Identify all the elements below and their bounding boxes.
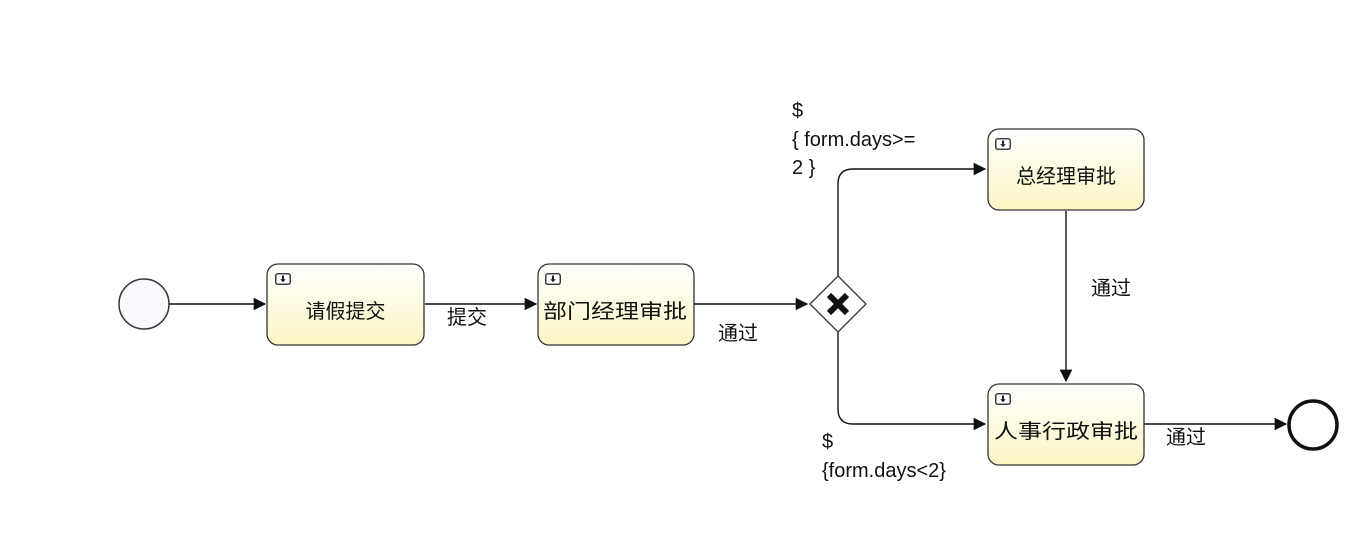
task-dept-manager-label: 部门经理审批 bbox=[543, 299, 687, 323]
flow-label-dept-pass: 通过 bbox=[718, 321, 758, 345]
condition-line: 2 } bbox=[792, 157, 816, 179]
condition-line: $ bbox=[792, 100, 803, 122]
user-task-icon bbox=[995, 393, 1011, 405]
user-task-icon bbox=[995, 138, 1011, 150]
task-submit-label: 请假提交 bbox=[306, 299, 386, 323]
user-task-icon bbox=[275, 273, 291, 285]
flow-gateway-to-gm[interactable] bbox=[837, 162, 987, 276]
flow-label-gm-pass: 通过 bbox=[1091, 276, 1131, 300]
flow-label-hr-pass: 通过 bbox=[1166, 425, 1206, 449]
end-event[interactable] bbox=[1287, 399, 1339, 451]
task-dept-manager[interactable]: 部门经理审批 bbox=[537, 263, 695, 346]
condition-label-days-gte-2: $ { form.days>= 2 } bbox=[792, 100, 915, 179]
task-hr-admin-label: 人事行政审批 bbox=[994, 419, 1138, 443]
start-event[interactable] bbox=[118, 278, 170, 330]
exclusive-gateway[interactable] bbox=[809, 275, 867, 333]
flow-gateway-to-hr[interactable] bbox=[837, 332, 987, 431]
condition-label-days-lt-2: $ {form.days<2} bbox=[822, 431, 946, 482]
condition-line: $ bbox=[822, 431, 833, 453]
condition-line: { form.days>= bbox=[792, 129, 915, 151]
condition-line: {form.days<2} bbox=[822, 460, 946, 482]
x-cross-icon bbox=[826, 292, 850, 316]
task-hr-admin[interactable]: 人事行政审批 bbox=[987, 383, 1145, 466]
task-general-manager-label: 总经理审批 bbox=[1016, 164, 1116, 188]
flow-label-submit: 提交 bbox=[447, 305, 487, 329]
task-general-manager[interactable]: 总经理审批 bbox=[987, 128, 1145, 211]
task-submit[interactable]: 请假提交 bbox=[266, 263, 425, 346]
user-task-icon bbox=[545, 273, 561, 285]
